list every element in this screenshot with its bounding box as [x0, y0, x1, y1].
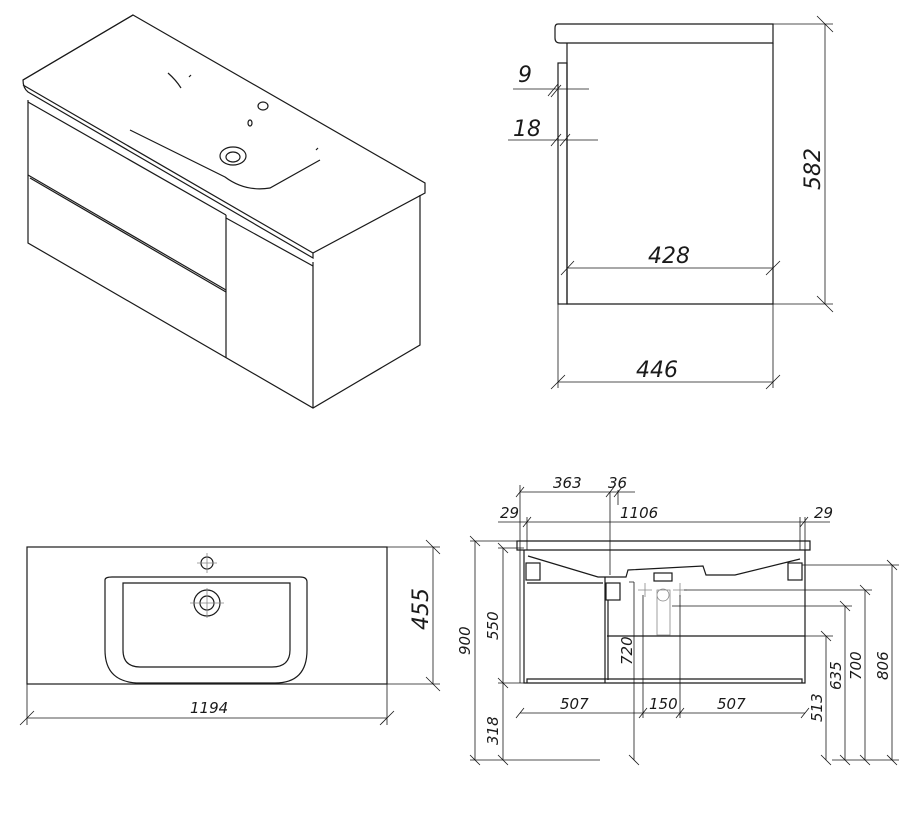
dim-9: 9 [518, 63, 532, 88]
dim-635: 635 [827, 661, 845, 690]
dim-428: 428 [648, 244, 690, 269]
dim-507-left: 507 [560, 695, 589, 713]
dim-29-left: 29 [500, 504, 519, 522]
dim-363: 363 [553, 474, 582, 492]
dim-900: 900 [456, 626, 474, 655]
dim-806: 806 [874, 651, 892, 680]
dim-550: 550 [484, 611, 502, 640]
dim-1106: 1106 [620, 504, 658, 522]
isometric-view [22, 14, 426, 409]
dim-513: 513 [808, 693, 826, 722]
dim-1194: 1194 [190, 699, 228, 717]
dim-720: 720 [618, 636, 636, 665]
dim-18: 18 [513, 117, 541, 142]
dim-582: 582 [801, 148, 826, 190]
side-view: 9 18 428 446 582 [508, 15, 834, 390]
dim-455: 455 [409, 588, 434, 630]
front-view: 363 36 29 1106 29 900 550 318 720 507 15… [456, 474, 899, 766]
dim-700: 700 [847, 651, 865, 680]
dim-36: 36 [608, 474, 627, 492]
top-view: 455 1194 [19, 539, 441, 726]
dim-29-right: 29 [814, 504, 833, 522]
dim-507-right: 507 [717, 695, 746, 713]
dim-446: 446 [636, 358, 678, 383]
dim-150: 150 [649, 695, 678, 713]
dim-318: 318 [484, 716, 502, 745]
